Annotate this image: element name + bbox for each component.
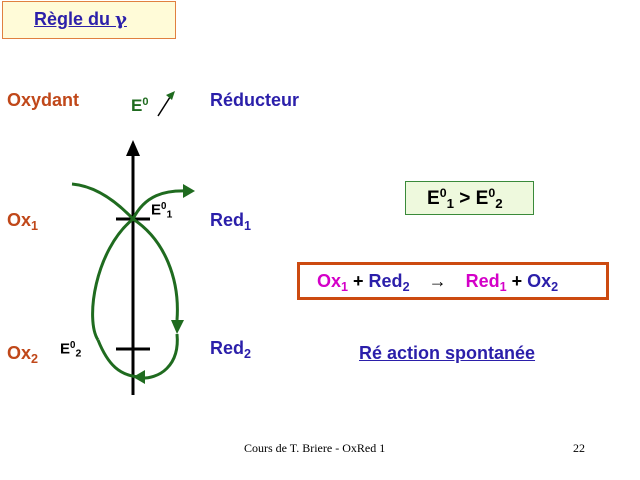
page-number: 22 <box>573 441 585 455</box>
eq-ox1-sub: 1 <box>341 279 349 294</box>
e01-text: E <box>151 201 162 219</box>
curve-right-arrow <box>132 217 179 321</box>
e02-label: E02 <box>60 340 81 360</box>
ox1-label: Ox1 <box>7 210 38 233</box>
comparison-box <box>405 181 534 215</box>
footer-course: Cours de T. Briere - OxRed 1 <box>244 441 386 455</box>
eq-red1-text: Red <box>465 271 500 291</box>
eq-plus-2: + <box>506 271 528 291</box>
reaction-equation: Ox1 + Red2→Red1 + Ox2 <box>317 271 558 294</box>
spontaneous-reaction-label: Ré action spontanée <box>359 343 536 363</box>
eq-red2-text: Red <box>368 271 403 291</box>
ox1-sub: 1 <box>31 218 39 233</box>
eq-red1-sub: 1 <box>499 279 507 294</box>
red1-text: Red <box>210 210 245 230</box>
eq-red2: Red2 <box>368 271 410 294</box>
red2-text: Red <box>210 338 245 358</box>
reductant-header: Réducteur <box>210 90 300 110</box>
ox2-text: Ox <box>7 343 32 363</box>
e01-label: E01 <box>151 201 172 221</box>
axis-arrow-head <box>126 140 140 156</box>
cmp-e-a: E <box>427 187 440 209</box>
curve-arrow-head-2 <box>171 320 184 334</box>
e01-sub: 1 <box>166 208 173 221</box>
gamma-symbol: γ <box>115 9 127 30</box>
eq-ox1-text: Ox <box>317 271 342 291</box>
cmp-sup-b: 0 <box>488 186 496 200</box>
curve-arrow-head-3 <box>133 370 145 384</box>
eq-ox2-text: Ox <box>527 271 552 291</box>
eq-red2-sub: 2 <box>402 279 410 294</box>
eq-plus-1: + <box>348 271 369 291</box>
eq-ox1: Ox1 <box>317 271 349 294</box>
e02-text: E <box>60 340 71 358</box>
e02-sup: 0 <box>70 340 76 351</box>
e02-sub: 2 <box>75 347 82 360</box>
e0-sup: 0 <box>142 96 149 108</box>
curve-left <box>91 217 134 341</box>
reaction-arrow-icon: → <box>428 271 447 291</box>
curve-ox1-arrow <box>131 189 189 220</box>
oxidant-header: Oxydant <box>7 90 80 110</box>
e0-header: E0 <box>131 96 149 116</box>
eq-red1: Red1 <box>465 271 507 294</box>
curve-arrow-head-1 <box>183 184 195 198</box>
eq-ox2-sub: 2 <box>551 279 559 294</box>
cmp-sup-a: 0 <box>439 186 447 200</box>
ox2-sub: 2 <box>31 351 39 366</box>
red2-label: Red2 <box>210 338 251 361</box>
slide-title: Règle du γ <box>34 9 127 30</box>
potential-comparison: E01 > E02 <box>427 186 503 211</box>
e0-arrow-head <box>166 91 175 100</box>
red1-sub: 1 <box>244 218 252 233</box>
ox1-text: Ox <box>7 210 32 230</box>
title-text: Règle du <box>34 9 116 29</box>
ox2-label: Ox2 <box>7 343 38 366</box>
title-box <box>2 1 176 39</box>
cmp-operator: > <box>453 187 476 209</box>
equation-box <box>297 262 609 300</box>
cmp-sub-a: 1 <box>446 195 454 211</box>
cmp-sub-b: 2 <box>495 195 503 211</box>
red2-sub: 2 <box>244 346 252 361</box>
red1-label: Red1 <box>210 210 251 233</box>
e01-sup: 0 <box>161 201 167 212</box>
curve-top-left <box>71 182 135 221</box>
eq-ox2: Ox2 <box>527 271 559 294</box>
e0-letter: E <box>131 96 143 116</box>
cmp-e-b: E <box>475 187 489 209</box>
